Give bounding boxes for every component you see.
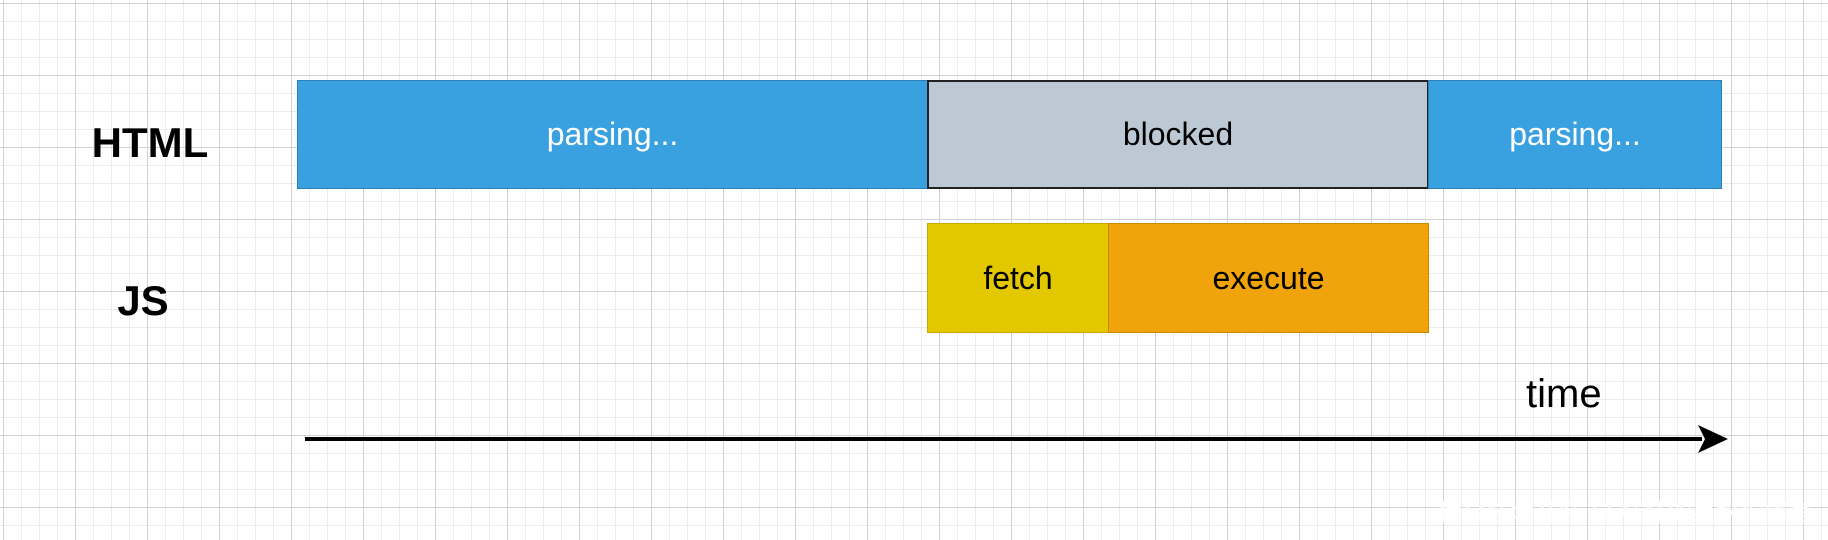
time-axis-label: time [1526,372,1602,416]
html-parsing-bar-1-label: parsing... [546,116,679,152]
html-blocked-bar-label: blocked [1122,116,1234,152]
watermark: 掘金技术社区 @ 精壮的泉水指挥官 [1438,500,1812,527]
js-row-label: JS [117,277,169,324]
html-parsing-bar-2: parsing... [1428,80,1722,189]
html-parsing-bar-1: parsing... [297,80,928,189]
html-parsing-bar-2-label: parsing... [1509,116,1641,152]
js-fetch-bar-label: fetch [983,259,1053,296]
html-row-label: HTML [91,119,209,166]
js-execute-bar-label: execute [1212,259,1325,296]
js-execute-bar: execute [1108,223,1429,333]
js-fetch-bar: fetch [927,223,1109,333]
html-blocked-bar: blocked [927,80,1429,189]
time-arrow-head [1698,425,1728,453]
